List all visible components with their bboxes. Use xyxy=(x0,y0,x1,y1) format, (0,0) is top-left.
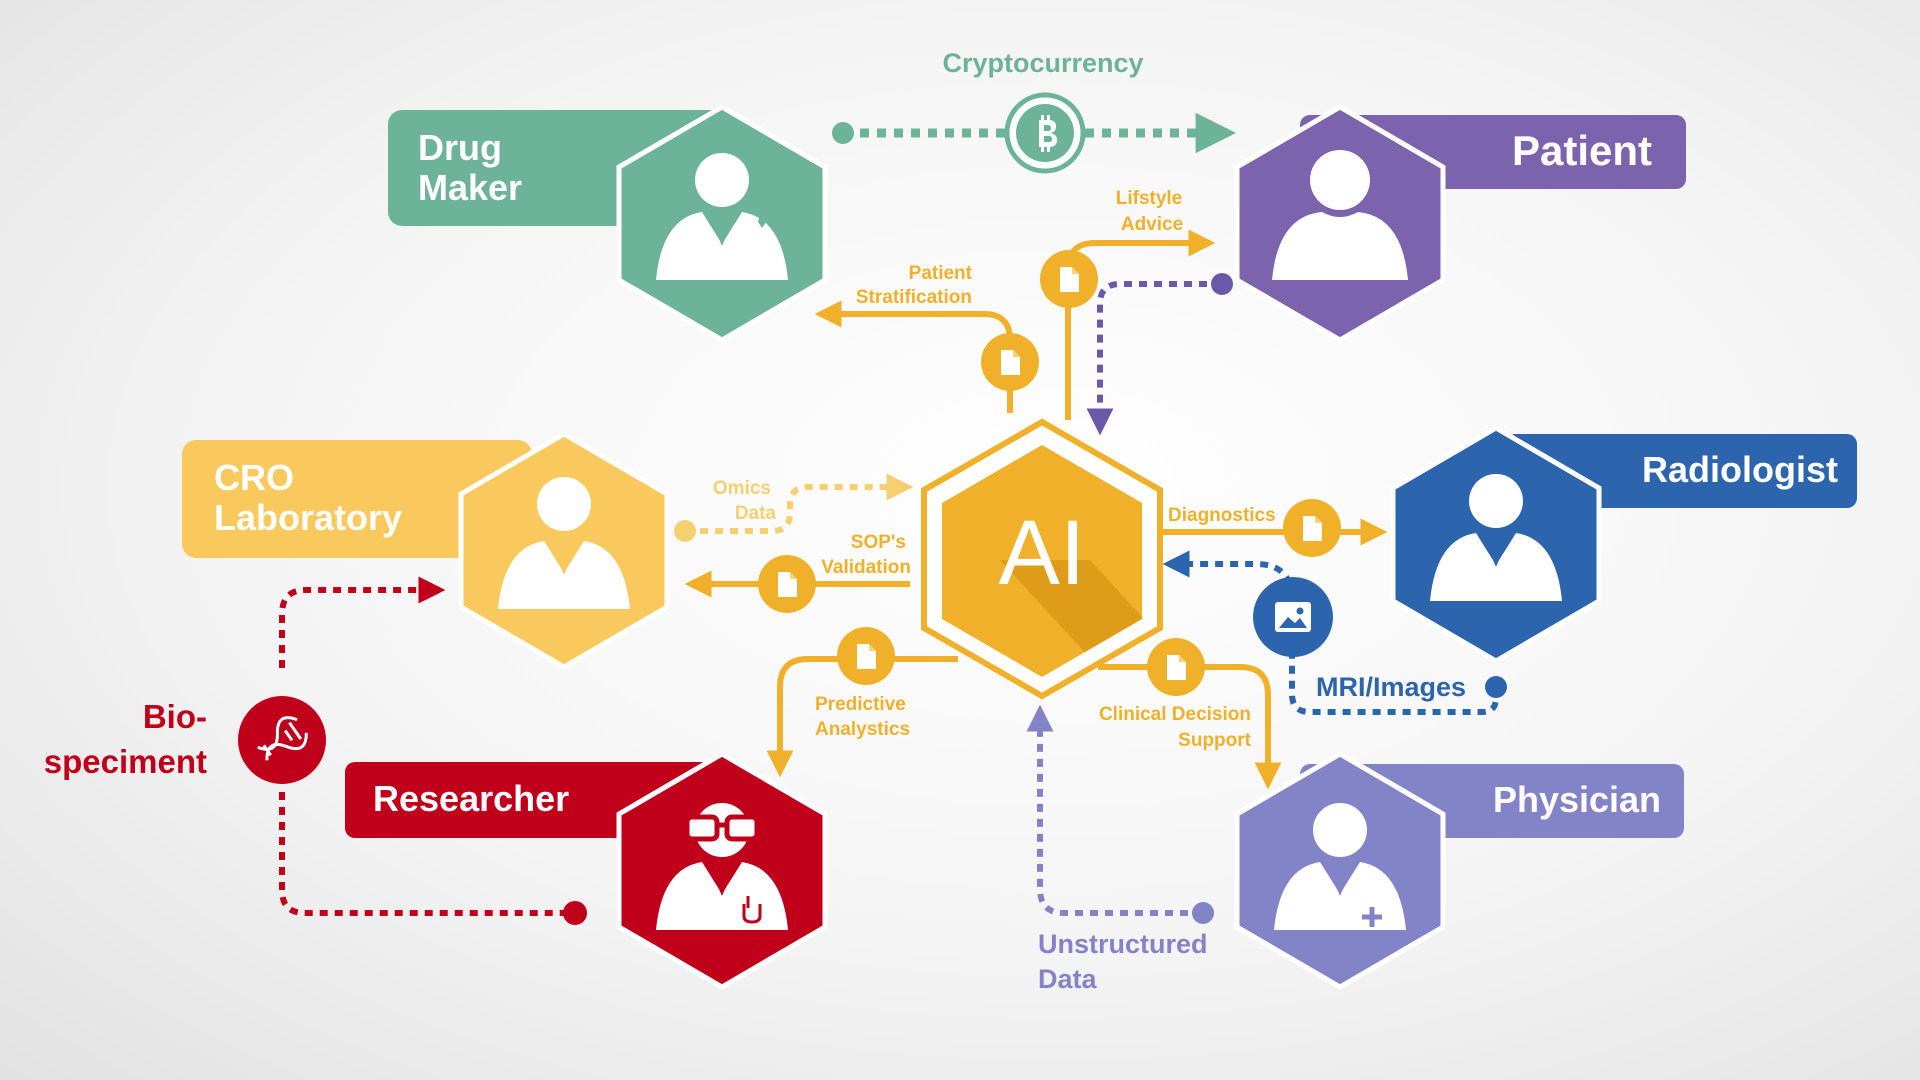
mri-dot xyxy=(1485,676,1507,698)
unstructured-dot xyxy=(1192,902,1214,924)
document-icon xyxy=(837,627,895,685)
glasses-icon xyxy=(684,814,760,842)
node-patient: Patient xyxy=(1234,104,1686,343)
stratification-label-1: Patient xyxy=(909,263,973,284)
patient-label: Patient xyxy=(1512,127,1652,174)
biospecimen-flow-top xyxy=(279,576,446,668)
person-icon xyxy=(1430,474,1562,601)
dna-icon xyxy=(238,696,326,784)
biospecimen-label-2: speciment xyxy=(44,743,207,780)
bitcoin-icon xyxy=(1004,92,1086,174)
cryptocurrency-label: Cryptocurrency xyxy=(942,48,1143,78)
ai-core: AI xyxy=(921,418,1163,700)
person-icon xyxy=(656,153,788,280)
ai-label: AI xyxy=(999,502,1086,604)
document-icon xyxy=(1040,250,1098,308)
predictive-label-1: Predictive xyxy=(815,694,906,715)
node-drug-maker: Drug Maker xyxy=(388,104,828,343)
unstructured-label-1: Unstructured xyxy=(1038,929,1208,959)
researcher-label: Researcher xyxy=(373,778,569,819)
node-cro-laboratory: CRO Laboratory xyxy=(182,431,670,670)
unstructured-label-2: Data xyxy=(1038,964,1098,994)
document-icon xyxy=(1147,638,1205,696)
biospecimen-label-1: Bio- xyxy=(143,698,207,735)
person-icon xyxy=(1272,150,1408,280)
cross-icon xyxy=(1362,907,1382,927)
patient-data-flow xyxy=(1086,281,1222,436)
node-researcher: Researcher xyxy=(345,751,828,990)
omics-dot xyxy=(674,520,696,542)
radiologist-label: Radiologist xyxy=(1642,449,1838,490)
sop-label-1: SOP's xyxy=(851,532,906,553)
biospecimen-flow-bottom xyxy=(279,792,574,916)
cro-banner xyxy=(182,440,532,558)
sop-label-2: Validation xyxy=(821,557,911,578)
predictive-label-2: Analystics xyxy=(815,719,910,740)
drug-maker-line1: Drug xyxy=(418,127,502,168)
lifestyle-label-1: Lifstyle xyxy=(1116,188,1183,209)
omics-label-2: Data xyxy=(735,503,777,524)
node-physician: Physician xyxy=(1234,751,1684,990)
image-icon xyxy=(1253,577,1333,657)
person-icon xyxy=(498,477,630,609)
clinical-label-2: Support xyxy=(1178,730,1251,751)
drug-maker-line2: Maker xyxy=(418,167,522,208)
omics-label-1: Omics xyxy=(713,478,771,499)
clinical-label-1: Clinical Decision xyxy=(1099,704,1251,725)
pen-pocket-icon xyxy=(742,896,762,924)
document-icon xyxy=(758,555,816,613)
ai-long-shadow xyxy=(1000,560,1142,677)
biospecimen-dot xyxy=(563,901,587,925)
node-radiologist: Radiologist xyxy=(1390,425,1857,664)
flow-labels: Cryptocurrency Lifstyle Advice Patient S… xyxy=(44,48,1466,994)
cro-line1: CRO xyxy=(214,457,294,498)
document-badges xyxy=(758,250,1341,696)
crypto-start-dot xyxy=(832,122,854,144)
clinical-flow xyxy=(1098,664,1282,790)
lifestyle-label-2: Advice xyxy=(1121,214,1183,235)
mri-flow xyxy=(1162,550,1499,715)
leaf-icon xyxy=(758,204,772,228)
predictive-flow xyxy=(766,656,958,778)
document-icon xyxy=(981,333,1039,391)
mri-label: MRI/Images xyxy=(1316,672,1466,702)
physician-label: Physician xyxy=(1493,779,1661,820)
document-icon xyxy=(1283,499,1341,557)
stratification-label-2: Stratification xyxy=(856,287,972,308)
patient-data-dot xyxy=(1211,273,1233,295)
cro-line2: Laboratory xyxy=(214,497,402,538)
diagnostics-label: Diagnostics xyxy=(1168,505,1276,526)
unstructured-flow xyxy=(1026,704,1203,916)
omics-flow xyxy=(685,473,914,534)
